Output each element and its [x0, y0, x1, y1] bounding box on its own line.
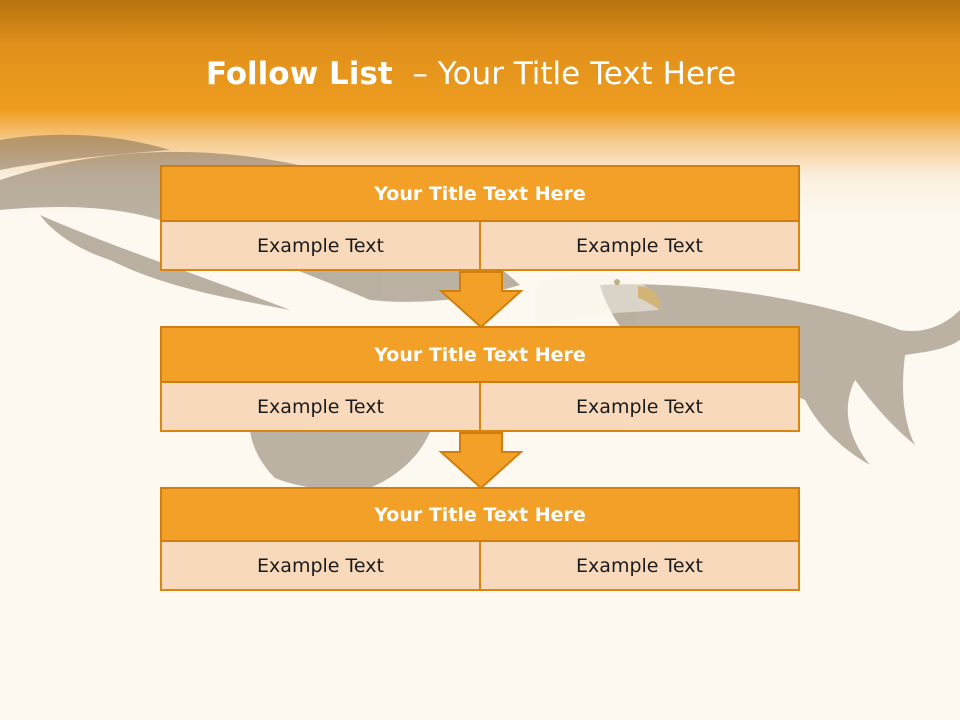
list-block-title: Your Title Text Here: [160, 326, 800, 383]
list-block-cell-right: Example Text: [481, 542, 800, 591]
list-block-1: Your Title Text Here Example Text Exampl…: [160, 165, 800, 271]
down-arrow-icon: [438, 271, 524, 329]
list-block-3: Your Title Text Here Example Text Exampl…: [160, 487, 800, 591]
list-block-cell-left: Example Text: [160, 383, 481, 432]
list-block-row: Example Text Example Text: [160, 222, 800, 271]
list-block-row: Example Text Example Text: [160, 383, 800, 432]
down-arrow-icon: [438, 432, 524, 490]
list-block-2: Your Title Text Here Example Text Exampl…: [160, 326, 800, 432]
list-block-row: Example Text Example Text: [160, 542, 800, 591]
list-block-title: Your Title Text Here: [160, 165, 800, 222]
list-block-cell-right: Example Text: [481, 222, 800, 271]
title-bold: Follow List: [205, 56, 393, 92]
list-block-cell-left: Example Text: [160, 542, 481, 591]
list-block-title: Your Title Text Here: [160, 487, 800, 542]
list-block-cell-right: Example Text: [481, 383, 800, 432]
title-rest: – Your Title Text Here: [412, 56, 737, 92]
slide-title: Follow List – Your Title Text Here: [0, 56, 942, 92]
list-block-cell-left: Example Text: [160, 222, 481, 271]
